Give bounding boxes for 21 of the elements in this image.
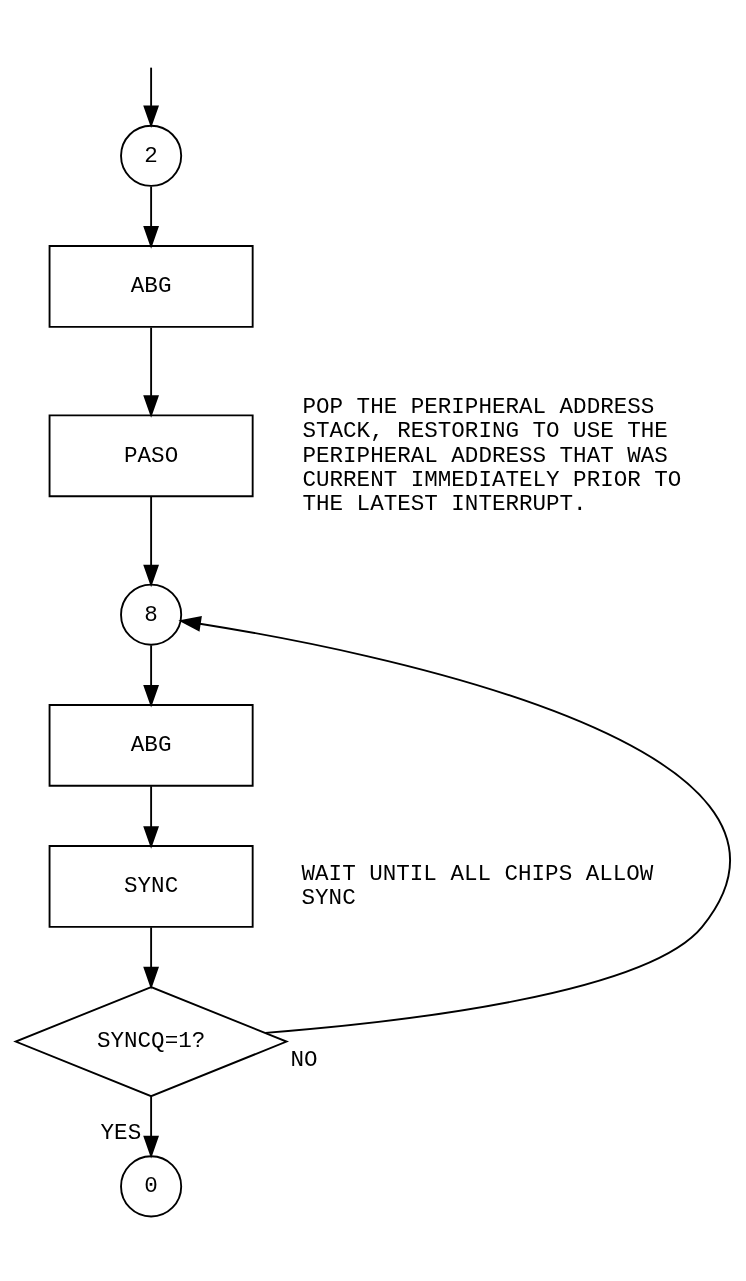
node-box: SYNC — [48, 844, 254, 928]
node-circle: 8 — [120, 583, 183, 646]
arrow — [143, 326, 159, 418]
arrow — [143, 643, 159, 708]
arrow — [143, 1095, 159, 1158]
node-label: POP THE PERIPHERAL ADDRESS STACK, RESTORING TO USE THE PERIPHERAL ADDRESS THAT WAS CURRENT IMMEDIATELY PRIOR TO THE LATEST INTERRUPT. — [302, 393, 682, 517]
arrow — [178, 615, 729, 1034]
node-box: PASO — [48, 413, 254, 497]
arrow — [143, 66, 159, 128]
arrow — [143, 185, 159, 249]
node-label: WAIT UNTIL ALL CHIPS ALLOW SYNC — [301, 860, 654, 911]
arrow — [143, 495, 159, 587]
node-circle: 2 — [120, 124, 183, 187]
node-box: ABG — [48, 703, 254, 787]
node-diamond: SYNCQ=1? — [13, 985, 290, 1097]
edge-label: YES — [100, 1119, 142, 1146]
arrow — [143, 925, 159, 989]
node-circle: 0 — [120, 1154, 183, 1217]
arrow — [143, 784, 159, 849]
node-box: ABG — [48, 244, 254, 328]
edge-label: NO — [290, 1046, 318, 1073]
